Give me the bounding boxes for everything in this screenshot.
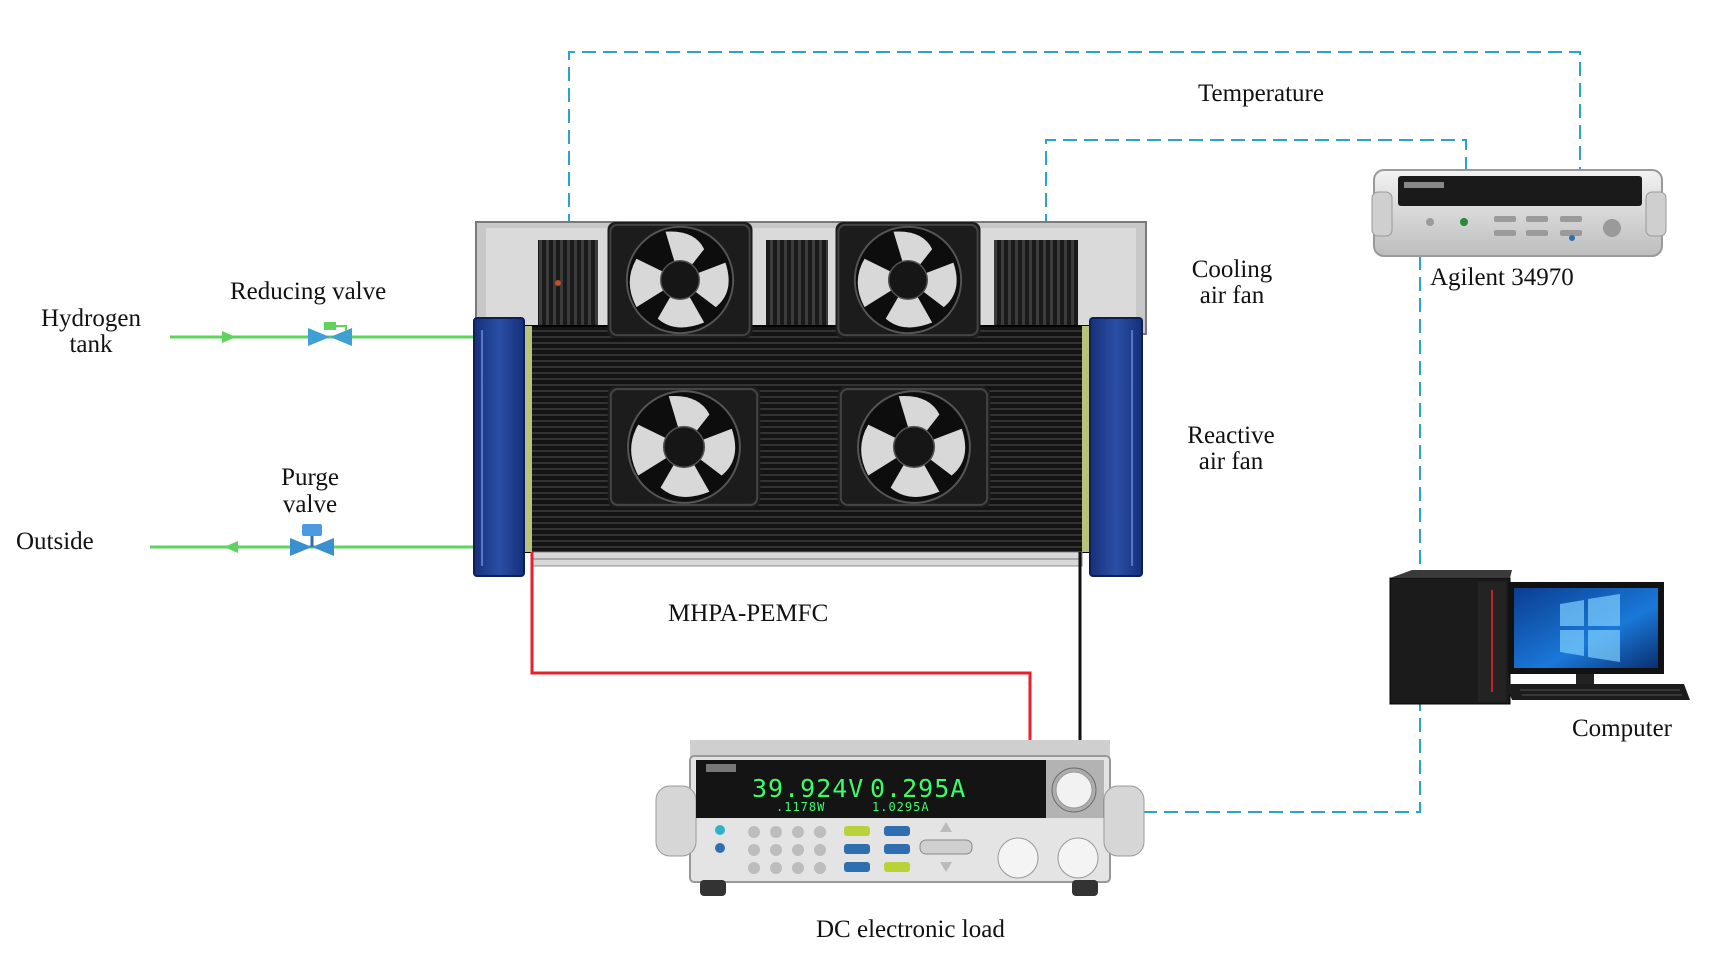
outside-label: Outside <box>16 528 94 555</box>
dc-electronic-load-icon <box>655 740 1145 896</box>
agilent-label: Agilent 34970 <box>1430 264 1574 291</box>
reactive-fan-label-line2: air fan <box>1198 448 1264 475</box>
hydrogen-tank-label-line1: Hydrogen <box>41 305 141 332</box>
computer-label: Computer <box>1572 715 1672 742</box>
reactive-fan-label-line1: Reactive <box>1187 422 1275 449</box>
temperature-label: Temperature <box>1198 80 1324 107</box>
signal-lines <box>568 51 1581 813</box>
agilent-data-logger-icon <box>1371 169 1667 257</box>
reactive-fan-1-icon <box>606 386 762 508</box>
dc-load-label: DC electronic load <box>816 916 1005 943</box>
purge-valve-label-line2: valve <box>282 491 338 518</box>
load-power-readout: .1178W <box>776 800 826 814</box>
cooling-fan-1-icon <box>606 222 754 338</box>
stack-label: MHPA-PEMFC <box>668 600 829 627</box>
purge-valve-icon <box>290 524 334 556</box>
cooling-fan-label-line1: Cooling <box>1191 256 1273 283</box>
cooling-fan-2-icon <box>834 222 982 338</box>
load-voltage-readout: 39.924V <box>752 774 865 803</box>
reactive-fan-2-icon <box>836 386 992 508</box>
computer-icon <box>1389 570 1690 705</box>
reducing-valve-icon <box>308 322 352 346</box>
load-subcurrent-readout: 1.0295A <box>872 800 930 814</box>
load-current-readout: 0.295A <box>870 774 967 803</box>
pemfc-stack <box>473 221 1147 577</box>
reducing-valve-label: Reducing valve <box>230 278 387 305</box>
hydrogen-tank-label-line2: tank <box>69 331 113 358</box>
cooling-fan-label-line2: air fan <box>1199 282 1265 309</box>
purge-valve-label-line1: Purge <box>281 464 339 491</box>
